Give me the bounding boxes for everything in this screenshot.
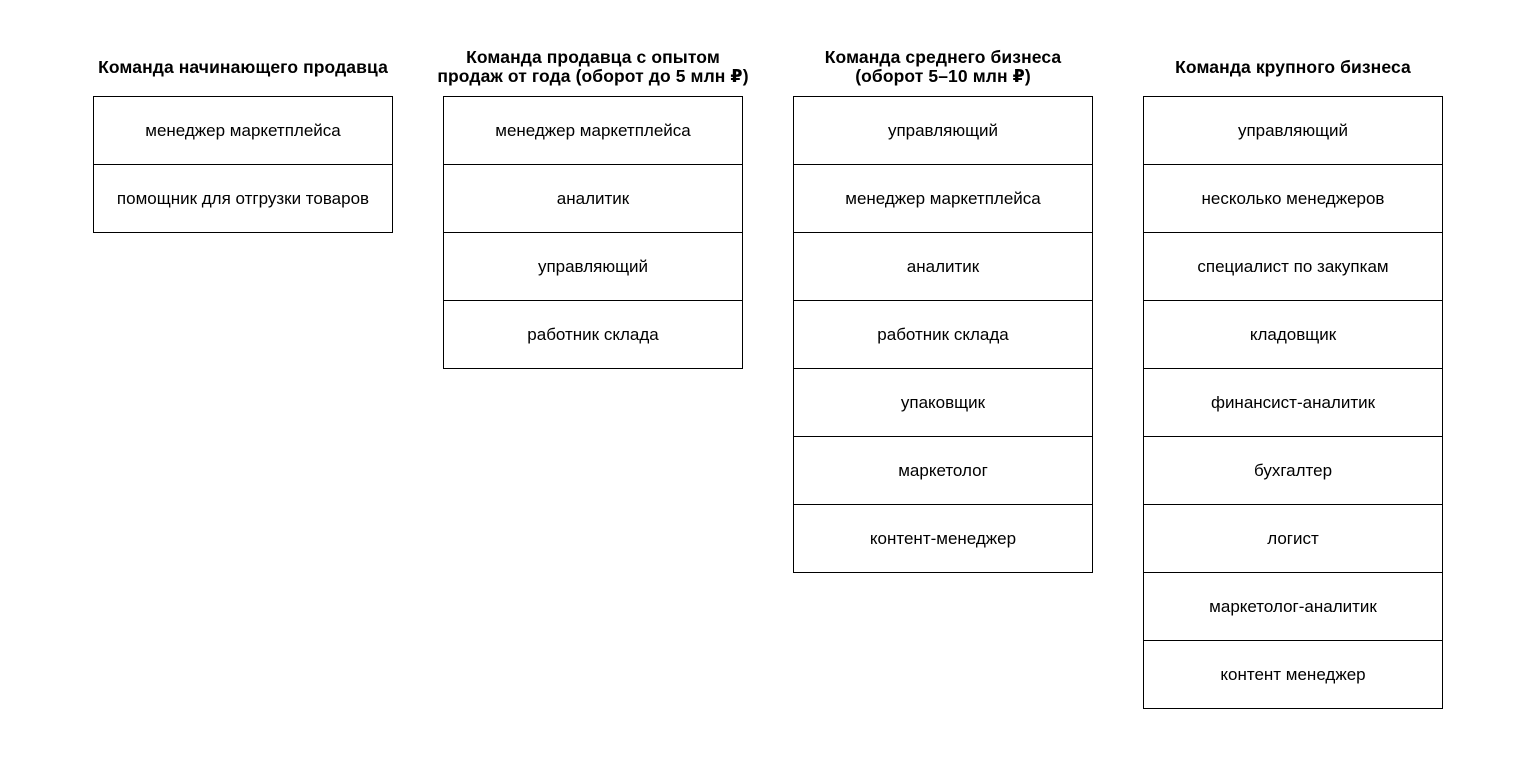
column-title: Команда крупного бизнеса bbox=[1175, 56, 1411, 77]
role-cell: несколько менеджеров bbox=[1143, 164, 1443, 233]
role-cell: менеджер маркетплейса bbox=[793, 164, 1093, 233]
role-cell: контент-менеджер bbox=[793, 504, 1093, 573]
role-cell: логист bbox=[1143, 504, 1443, 573]
role-cell: аналитик bbox=[793, 232, 1093, 301]
column-title: Команда продавца с опытом продаж от года… bbox=[437, 47, 749, 86]
role-cell: управляющий bbox=[793, 96, 1093, 165]
role-list: управляющий несколько менеджеров специал… bbox=[1143, 96, 1443, 709]
column-title: Команда начинающего продавца bbox=[98, 56, 388, 77]
role-cell: управляющий bbox=[1143, 96, 1443, 165]
role-cell: маркетолог bbox=[793, 436, 1093, 505]
role-cell: контент менеджер bbox=[1143, 640, 1443, 709]
role-cell: аналитик bbox=[443, 164, 743, 233]
role-cell: финансист-аналитик bbox=[1143, 368, 1443, 437]
role-list: управляющий менеджер маркетплейса аналит… bbox=[793, 96, 1093, 573]
role-cell: менеджер маркетплейса bbox=[93, 96, 393, 165]
role-list: менеджер маркетплейса аналитик управляющ… bbox=[443, 96, 743, 369]
role-cell: помощник для отгрузки товаров bbox=[93, 164, 393, 233]
role-list: менеджер маркетплейса помощник для отгру… bbox=[93, 96, 393, 233]
role-cell: работник склада bbox=[443, 300, 743, 369]
role-cell: кладовщик bbox=[1143, 300, 1443, 369]
role-cell: специалист по закупкам bbox=[1143, 232, 1443, 301]
role-cell: менеджер маркетплейса bbox=[443, 96, 743, 165]
role-cell: маркетолог-аналитик bbox=[1143, 572, 1443, 641]
role-cell: управляющий bbox=[443, 232, 743, 301]
column-title: Команда среднего бизнеса (оборот 5–10 мл… bbox=[824, 47, 1062, 86]
role-cell: бухгалтер bbox=[1143, 436, 1443, 505]
role-cell: работник склада bbox=[793, 300, 1093, 369]
role-cell: упаковщик bbox=[793, 368, 1093, 437]
